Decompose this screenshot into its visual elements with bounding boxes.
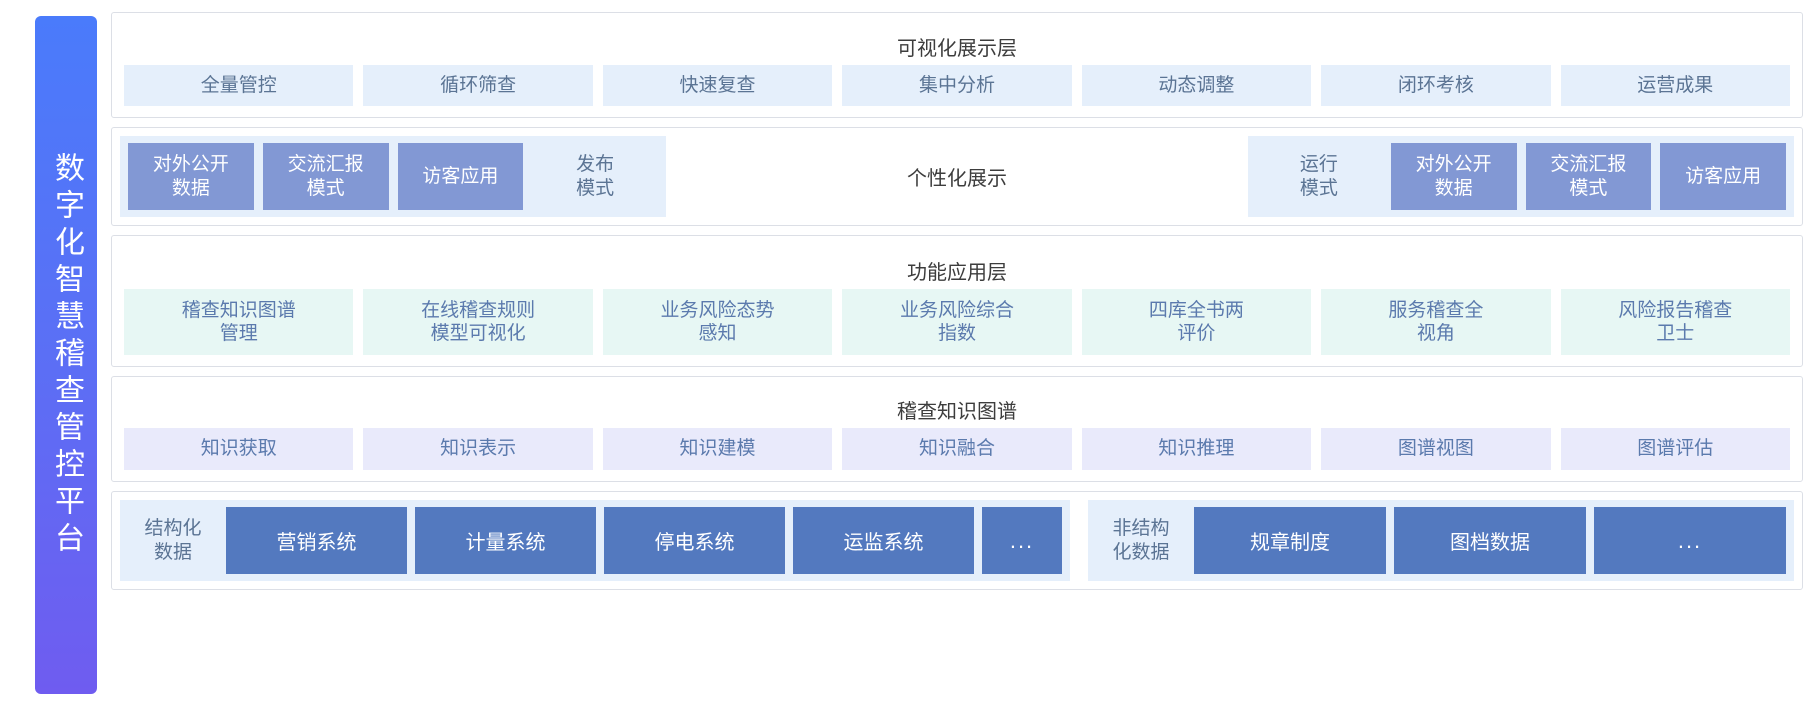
layer-stack: 可视化展示层 全量管控 循环筛查 快速复查 集中分析 动态调整 闭环考核 运营成… — [111, 8, 1803, 702]
func-item[interactable]: 稽查知识图谱 管理 — [124, 289, 354, 355]
kg-item[interactable]: 知识获取 — [124, 428, 354, 470]
mode-chip[interactable]: 访客应用 — [397, 143, 524, 210]
mode-chip[interactable]: 对外公开 数据 — [1390, 143, 1517, 210]
data-source-box[interactable]: 规章制度 — [1194, 507, 1386, 574]
vis-item[interactable]: 全量管控 — [124, 65, 354, 106]
layer-knowledge-graph-title: 稽查知识图谱 — [897, 401, 1017, 423]
layer-personalized-display: 对外公开 数据 交流汇报 模式 访客应用 发布 模式 个性化展示 运行 模式 对… — [111, 127, 1803, 226]
layer-visualization-items: 全量管控 循环筛查 快速复查 集中分析 动态调整 闭环考核 运营成果 — [112, 65, 1802, 117]
kg-item[interactable]: 知识建模 — [602, 428, 833, 470]
unstructured-data-group: 非结构 化数据 规章制度 图档数据 ... — [1088, 500, 1794, 581]
unstructured-data-label: 非结构 化数据 — [1112, 517, 1170, 563]
vis-item[interactable]: 动态调整 — [1081, 65, 1312, 106]
layer-visualization: 可视化展示层 全量管控 循环筛查 快速复查 集中分析 动态调整 闭环考核 运营成… — [111, 12, 1803, 118]
func-item[interactable]: 业务风险综合 指数 — [842, 289, 1072, 355]
mode-chip[interactable]: 访客应用 — [1660, 143, 1786, 210]
layer-functional-items: 稽查知识图谱 管理 在线稽查规则 模型可视化 业务风险态势 感知 业务风险综合 … — [112, 289, 1802, 366]
structured-data-group: 结构化 数据 营销系统 计量系统 停电系统 运监系统 ... — [120, 500, 1070, 581]
vis-item[interactable]: 运营成果 — [1560, 65, 1790, 106]
personalized-right-group: 运行 模式 对外公开 数据 交流汇报 模式 访客应用 — [1248, 136, 1794, 217]
layer-data-source: 结构化 数据 营销系统 计量系统 停电系统 运监系统 ... 非结构 化数据 规… — [111, 491, 1803, 590]
structured-data-label: 结构化 数据 — [144, 517, 202, 563]
mode-chip[interactable]: 对外公开 数据 — [128, 143, 254, 210]
kg-item[interactable]: 知识表示 — [363, 428, 593, 470]
platform-title-bar: 数字化智慧稽查管控平台 — [35, 16, 97, 694]
vis-item[interactable]: 集中分析 — [842, 65, 1072, 106]
func-item[interactable]: 四库全书两 评价 — [1081, 289, 1312, 355]
mode-chip[interactable]: 发布 模式 — [576, 154, 615, 199]
platform-title-text: 数字化智慧稽查管控平台 — [50, 151, 83, 559]
personalized-display-label: 个性化展示 — [666, 136, 1248, 217]
data-source-box[interactable]: 图档数据 — [1394, 507, 1586, 574]
layer-knowledge-graph: 稽查知识图谱 知识获取 知识表示 知识建模 知识融合 知识推理 图谱视图 图谱评… — [111, 376, 1803, 482]
layer-visualization-title: 可视化展示层 — [897, 38, 1017, 60]
func-item[interactable]: 在线稽查规则 模型可视化 — [363, 289, 593, 355]
kg-item[interactable]: 图谱评估 — [1560, 428, 1790, 470]
data-source-box[interactable]: 停电系统 — [604, 507, 785, 574]
mode-chip[interactable]: 交流汇报 模式 — [262, 143, 389, 210]
layer-functional-application: 功能应用层 稽查知识图谱 管理 在线稽查规则 模型可视化 业务风险态势 感知 业… — [111, 235, 1803, 367]
kg-item[interactable]: 知识融合 — [842, 428, 1072, 470]
personalized-left-group: 对外公开 数据 交流汇报 模式 访客应用 发布 模式 — [120, 136, 666, 217]
data-source-more-box[interactable]: ... — [1594, 507, 1786, 574]
func-item[interactable]: 业务风险态势 感知 — [602, 289, 833, 355]
func-item[interactable]: 服务稽查全 视角 — [1321, 289, 1551, 355]
kg-item[interactable]: 知识推理 — [1081, 428, 1312, 470]
layer-knowledge-graph-items: 知识获取 知识表示 知识建模 知识融合 知识推理 图谱视图 图谱评估 — [112, 428, 1802, 481]
vis-item[interactable]: 循环筛查 — [363, 65, 593, 106]
mode-chip[interactable]: 交流汇报 模式 — [1525, 143, 1652, 210]
data-source-box[interactable]: 营销系统 — [226, 507, 407, 574]
data-source-box[interactable]: 运监系统 — [793, 507, 974, 574]
data-source-box[interactable]: 计量系统 — [415, 507, 596, 574]
vis-item[interactable]: 闭环考核 — [1321, 65, 1551, 106]
layer-functional-title: 功能应用层 — [907, 262, 1007, 284]
func-item[interactable]: 风险报告稽查 卫士 — [1560, 289, 1790, 355]
kg-item[interactable]: 图谱视图 — [1321, 428, 1551, 470]
data-source-more-box[interactable]: ... — [982, 507, 1062, 574]
vis-item[interactable]: 快速复查 — [602, 65, 833, 106]
mode-chip[interactable]: 运行 模式 — [1299, 154, 1338, 199]
